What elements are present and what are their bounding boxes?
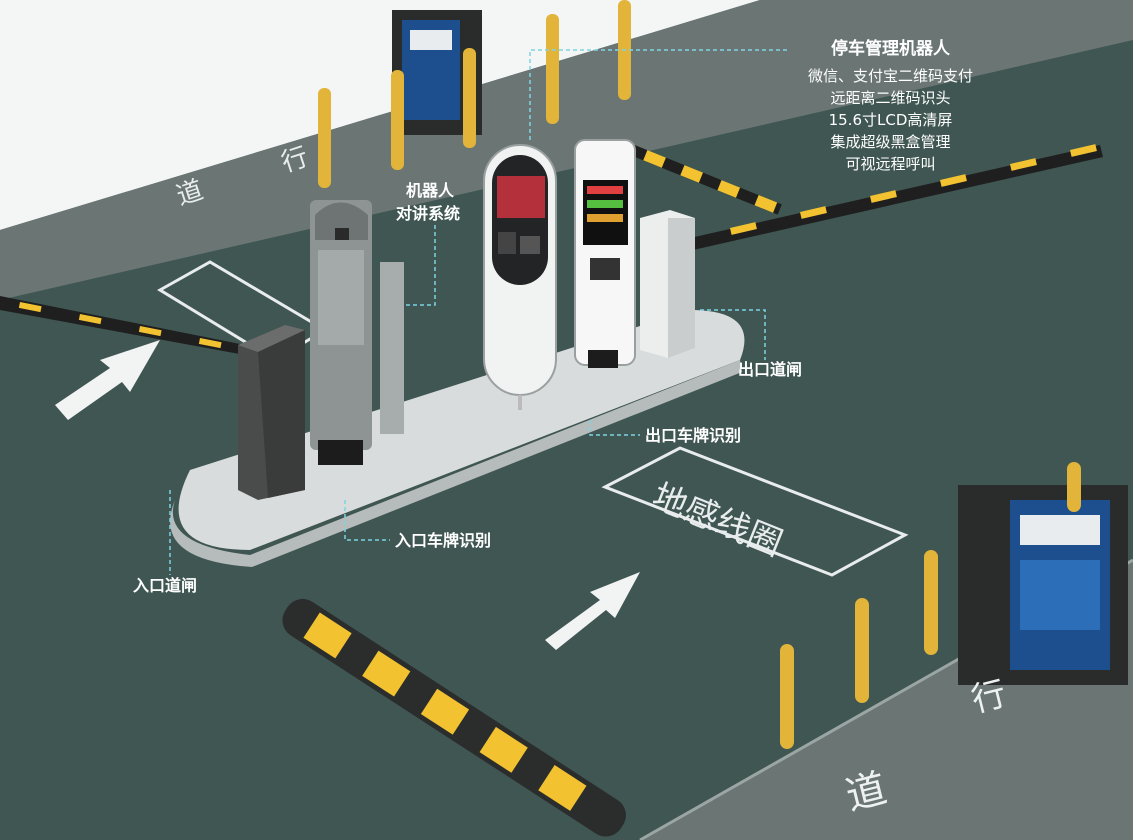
center-loop-box xyxy=(601,446,909,577)
entry-barrier-label: 入口道闸 xyxy=(133,576,198,595)
upper-sidewalk xyxy=(0,0,1133,300)
spec-line-5: 可视远程呼叫 xyxy=(845,155,936,173)
entry-side-panel xyxy=(380,262,404,434)
callout-lines xyxy=(169,49,790,575)
exit-plate-label: 出口车牌识别 xyxy=(645,426,742,445)
exit-barrier-cabinet xyxy=(640,210,695,358)
exit-barrier-label: 出口道闸 xyxy=(738,360,803,379)
spec-title: 停车管理机器人 xyxy=(830,39,950,59)
parking-management-robot xyxy=(574,139,636,368)
exit-barrier-arm xyxy=(690,144,1103,250)
spec-line-2: 远距离二维码识头 xyxy=(830,89,951,107)
spec-line-3: 15.6寸LCD高清屏 xyxy=(828,111,953,129)
entry-barrier-cabinet xyxy=(238,325,305,500)
entry-camera-pillar xyxy=(310,200,372,465)
speed-bump xyxy=(282,598,626,837)
robot-intercom-label-1: 机器人 xyxy=(406,181,455,200)
spec-line-1: 微信、支付宝二维码支付 xyxy=(807,67,973,85)
arrow-left xyxy=(55,340,160,420)
entry-barrier-arm xyxy=(0,296,245,355)
front-ad-gate xyxy=(958,485,1128,685)
bollards xyxy=(318,0,1081,749)
entry-plate-label: 入口车牌识别 xyxy=(395,531,492,550)
back-barrier-arm xyxy=(629,144,782,215)
center-island xyxy=(178,310,745,550)
spec-block: 停车管理机器人 微信、支付宝二维码支付 远距离二维码识头 15.6寸LCD高清屏… xyxy=(808,34,973,175)
robot-intercom-label-2: 对讲系统 xyxy=(396,204,461,223)
arrow-up xyxy=(545,572,640,650)
robot-intercom-kiosk xyxy=(483,144,557,410)
spec-line-4: 集成超级黑盒管理 xyxy=(830,133,951,151)
